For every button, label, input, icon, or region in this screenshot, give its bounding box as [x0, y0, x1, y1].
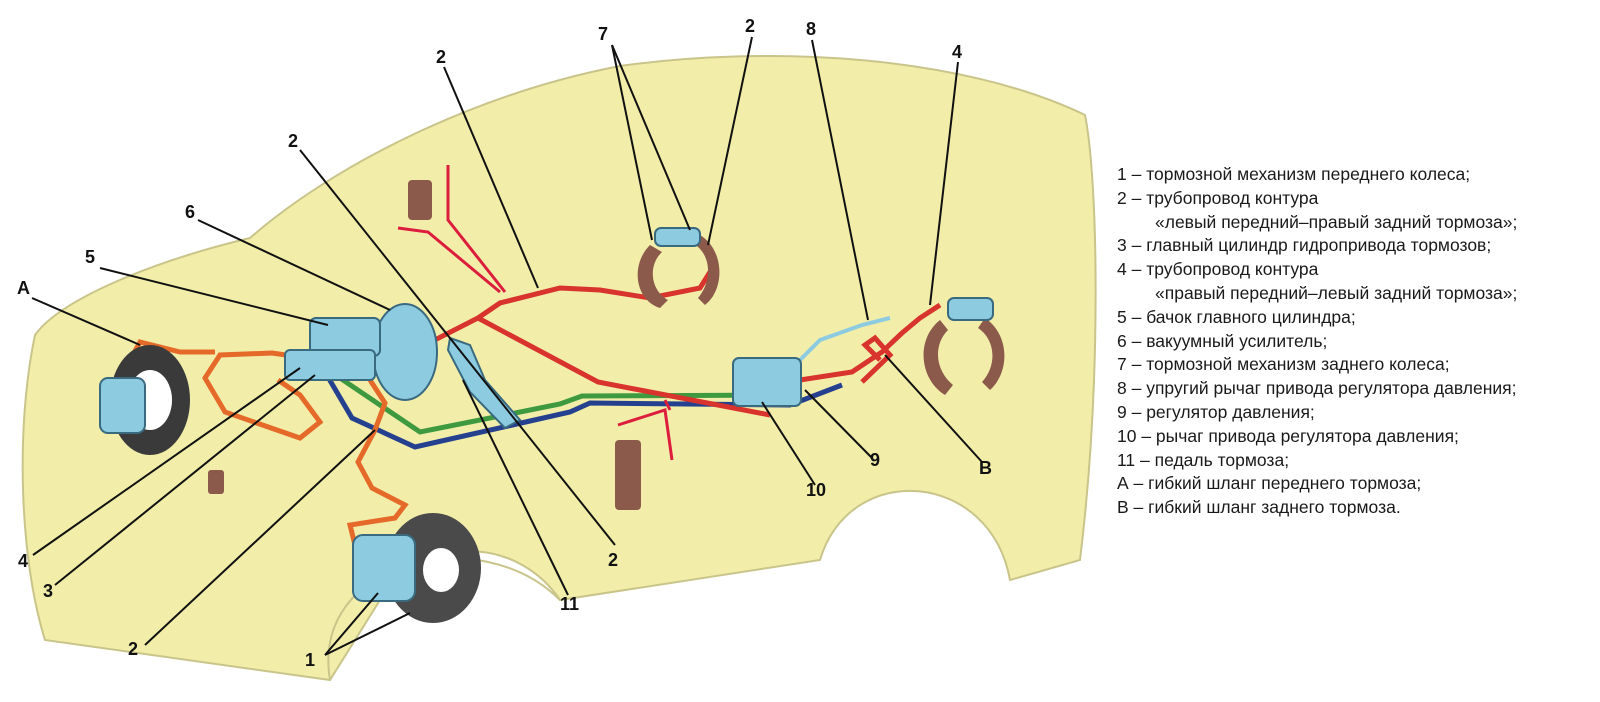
- leader-lines: [31, 36, 983, 656]
- mounting-bracket: [615, 440, 641, 510]
- callout-10: 10: [806, 480, 826, 500]
- front-left-brake-assembly: [99, 345, 190, 455]
- legend-item: 2 – трубопровод контура: [1117, 187, 1319, 208]
- master-cylinder: [284, 349, 376, 381]
- legend: 1 – тормозной механизм переднего колеса;…: [1117, 163, 1597, 520]
- legend-item: 3 – главный цилиндр гидропривода тормозо…: [1117, 235, 1492, 256]
- callout-3: 3: [43, 581, 53, 601]
- legend-item: 5 – бачок главного цилиндра;: [1117, 306, 1356, 327]
- legend-item: В – гибкий шланг заднего тормоза.: [1117, 497, 1401, 518]
- front-right-brake-assembly: [352, 513, 481, 623]
- callout-9: 9: [870, 450, 880, 470]
- legend-item: 8 – упругий рычаг привода регулятора дав…: [1117, 378, 1517, 399]
- pressure-regulator: [732, 357, 802, 407]
- regulator-spring-lever: [788, 316, 891, 372]
- callout-6: 6: [185, 202, 195, 222]
- mounting-bracket: [408, 180, 432, 220]
- legend-item: 4 – трубопровод контура: [1117, 259, 1319, 280]
- callout-7: 7: [598, 24, 608, 44]
- legend-item: 10 – рычаг привода регулятора давления;: [1117, 425, 1459, 446]
- legend-item: А – гибкий шланг переднего тормоза;: [1117, 473, 1422, 494]
- callout-2: 2: [128, 639, 138, 659]
- legend-item: 6 – вакуумный усилитель;: [1117, 330, 1328, 351]
- callout-8: 8: [806, 19, 816, 39]
- legend-item: 1 – тормозной механизм переднего колеса;: [1117, 164, 1471, 184]
- brake-pedal: [446, 336, 522, 430]
- rear-right-brake-assembly: [923, 297, 1005, 395]
- callout-2: 2: [608, 550, 618, 570]
- legend-item-continuation: «левый передний–правый задний тормоза»;: [1155, 211, 1518, 232]
- legend-item: 7 – тормозной механизм заднего колеса;: [1117, 354, 1450, 375]
- callout-4: 4: [18, 551, 28, 571]
- legend-item: 11 – педаль тормоза;: [1117, 449, 1290, 470]
- callout-1: 1: [305, 650, 315, 670]
- rear-brake-hose: [860, 334, 894, 384]
- mounting-bracket: [208, 470, 224, 494]
- rear-wheel-arch: [819, 489, 1011, 581]
- callout-4: 4: [952, 42, 962, 62]
- detail-pointer: [397, 165, 507, 294]
- callout-11: 11: [560, 594, 579, 614]
- brake-line-red: [366, 270, 771, 418]
- rear-left-brake-assembly: [637, 227, 720, 308]
- legend-item-continuation: «правый передний–левый задний тормоза»;: [1155, 282, 1518, 303]
- rear-brake-line-red: [799, 302, 942, 383]
- vacuum-booster: [372, 303, 438, 401]
- detail-pointer: [617, 399, 674, 461]
- callout-2: 2: [745, 16, 755, 36]
- legend-item: 9 – регулятор давления;: [1117, 401, 1315, 422]
- callout-2: 2: [436, 47, 446, 67]
- callout-A: А: [17, 278, 30, 298]
- callout-5: 5: [85, 247, 95, 267]
- callout-B: В: [979, 458, 992, 478]
- callout-2: 2: [288, 131, 298, 151]
